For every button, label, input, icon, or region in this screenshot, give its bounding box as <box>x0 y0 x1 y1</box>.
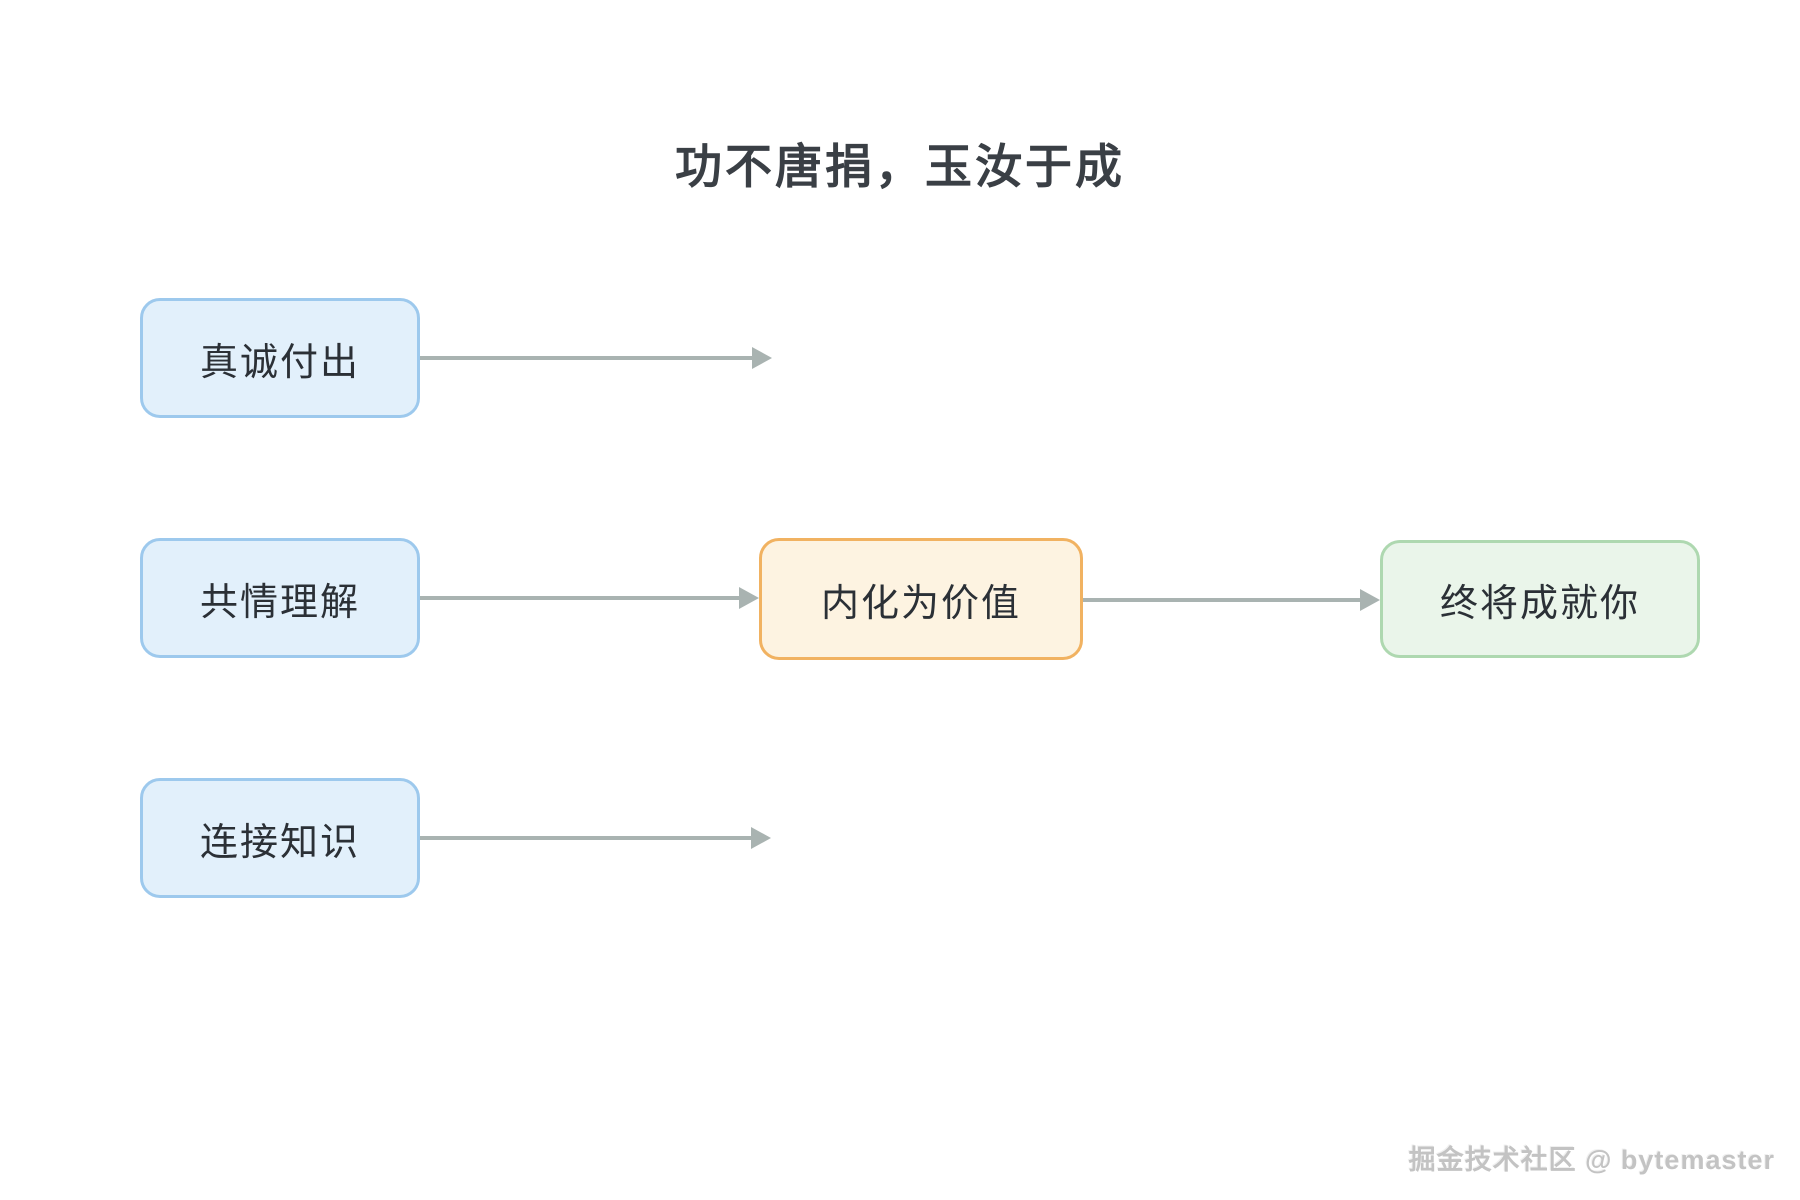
arrow-shaft <box>420 596 739 600</box>
arrowhead-right-icon <box>752 347 772 369</box>
node-empathy: 共情理解 <box>140 538 420 658</box>
node-empathy-label: 共情理解 <box>199 581 360 624</box>
node-internalize-value-label: 内化为价值 <box>820 582 1021 625</box>
arrow-from-connect-knowledge <box>420 827 771 849</box>
arrowhead-right-icon <box>1360 589 1380 611</box>
arrow-from-sincere-effort <box>420 347 772 369</box>
node-sincere-effort: 真诚付出 <box>140 298 420 418</box>
node-final-achievement-label: 终将成就你 <box>1439 582 1640 625</box>
arrow-shaft <box>420 356 752 360</box>
node-connect-knowledge-label: 连接知识 <box>199 821 360 864</box>
arrow-shaft <box>420 836 751 840</box>
node-sincere-effort-label: 真诚付出 <box>199 341 360 384</box>
arrow-empathy-to-internalize <box>420 587 759 609</box>
node-connect-knowledge: 连接知识 <box>140 778 420 898</box>
arrow-internalize-to-achievement <box>1083 589 1380 611</box>
arrow-shaft <box>1083 598 1360 602</box>
arrowhead-right-icon <box>739 587 759 609</box>
node-final-achievement: 终将成就你 <box>1380 540 1700 658</box>
arrowhead-right-icon <box>751 827 771 849</box>
node-internalize-value: 内化为价值 <box>759 538 1083 660</box>
diagram-title: 功不唐捐，玉汝于成 <box>675 140 1125 193</box>
watermark-text: 掘金技术社区 @ bytemaster <box>1408 1145 1775 1175</box>
